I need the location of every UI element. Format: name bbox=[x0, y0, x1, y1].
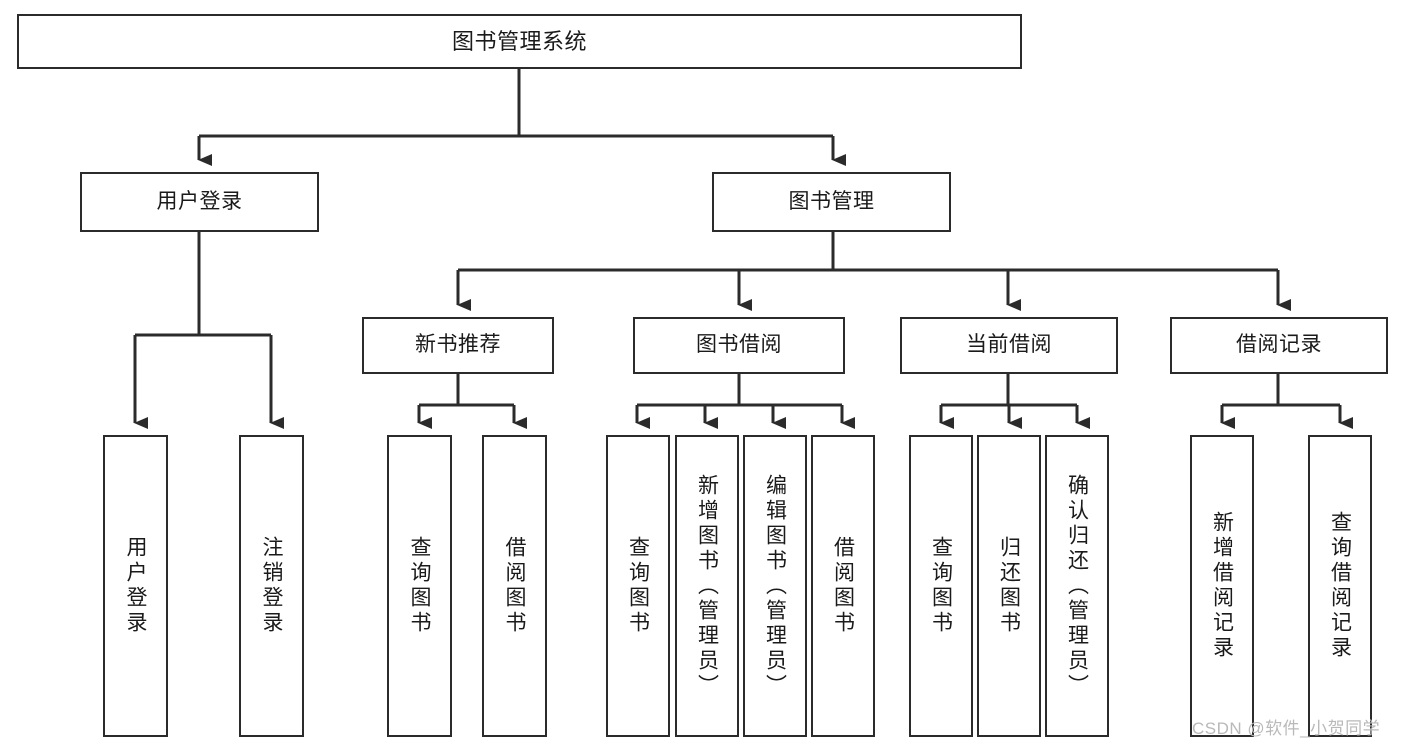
node-leaf-borrow-book-2[interactable]: 借阅图书 bbox=[811, 435, 875, 737]
node-user-login[interactable]: 用户登录 bbox=[80, 172, 319, 232]
node-leaf-confirm-return-admin[interactable]: 确认归还（管理员） bbox=[1045, 435, 1109, 737]
node-leaf-query-book-2[interactable]: 查询图书 bbox=[606, 435, 670, 737]
node-root-label: 图书管理系统 bbox=[451, 28, 587, 54]
node-borrow-record[interactable]: 借阅记录 bbox=[1170, 317, 1388, 374]
node-leaf-user-login-label: 用户登录 bbox=[124, 536, 147, 636]
node-leaf-borrow-book-1[interactable]: 借阅图书 bbox=[482, 435, 547, 737]
node-current-borrow-label: 当前借阅 bbox=[966, 333, 1052, 357]
node-borrow-record-label: 借阅记录 bbox=[1236, 333, 1322, 357]
node-user-login-label: 用户登录 bbox=[156, 189, 243, 213]
node-book-borrow-label: 图书借阅 bbox=[696, 333, 782, 357]
node-leaf-query-borrow-record-label: 查询借阅记录 bbox=[1328, 511, 1352, 661]
node-leaf-add-book-admin[interactable]: 新增图书（管理员） bbox=[675, 435, 739, 737]
node-leaf-edit-book-admin-label: 编辑图书（管理员） bbox=[763, 473, 787, 699]
node-leaf-borrow-book-2-label: 借阅图书 bbox=[831, 536, 855, 636]
node-book-management[interactable]: 图书管理 bbox=[712, 172, 951, 232]
node-new-book-recommend[interactable]: 新书推荐 bbox=[362, 317, 554, 374]
node-leaf-borrow-book-1-label: 借阅图书 bbox=[503, 536, 526, 636]
csdn-watermark: CSDN @软件_小贺同学 bbox=[1192, 719, 1381, 738]
node-leaf-confirm-return-admin-label: 确认归还（管理员） bbox=[1065, 473, 1089, 699]
node-root[interactable]: 图书管理系统 bbox=[17, 14, 1022, 69]
node-leaf-logout-login-label: 注销登录 bbox=[260, 536, 283, 636]
node-leaf-query-borrow-record[interactable]: 查询借阅记录 bbox=[1308, 435, 1372, 737]
node-leaf-return-book[interactable]: 归还图书 bbox=[977, 435, 1041, 737]
node-leaf-query-book-1[interactable]: 查询图书 bbox=[387, 435, 452, 737]
node-leaf-user-login[interactable]: 用户登录 bbox=[103, 435, 168, 737]
node-leaf-add-borrow-record[interactable]: 新增借阅记录 bbox=[1190, 435, 1254, 737]
node-leaf-add-borrow-record-label: 新增借阅记录 bbox=[1210, 511, 1234, 661]
node-leaf-return-book-label: 归还图书 bbox=[997, 536, 1021, 636]
node-leaf-query-book-3[interactable]: 查询图书 bbox=[909, 435, 973, 737]
node-leaf-add-book-admin-label: 新增图书（管理员） bbox=[695, 473, 719, 699]
node-leaf-logout-login[interactable]: 注销登录 bbox=[239, 435, 304, 737]
node-leaf-edit-book-admin[interactable]: 编辑图书（管理员） bbox=[743, 435, 807, 737]
node-book-borrow[interactable]: 图书借阅 bbox=[633, 317, 845, 374]
node-current-borrow[interactable]: 当前借阅 bbox=[900, 317, 1118, 374]
node-new-book-recommend-label: 新书推荐 bbox=[415, 333, 501, 357]
node-book-management-label: 图书管理 bbox=[788, 189, 875, 213]
node-leaf-query-book-1-label: 查询图书 bbox=[408, 536, 431, 636]
node-leaf-query-book-3-label: 查询图书 bbox=[929, 536, 953, 636]
node-leaf-query-book-2-label: 查询图书 bbox=[626, 536, 650, 636]
